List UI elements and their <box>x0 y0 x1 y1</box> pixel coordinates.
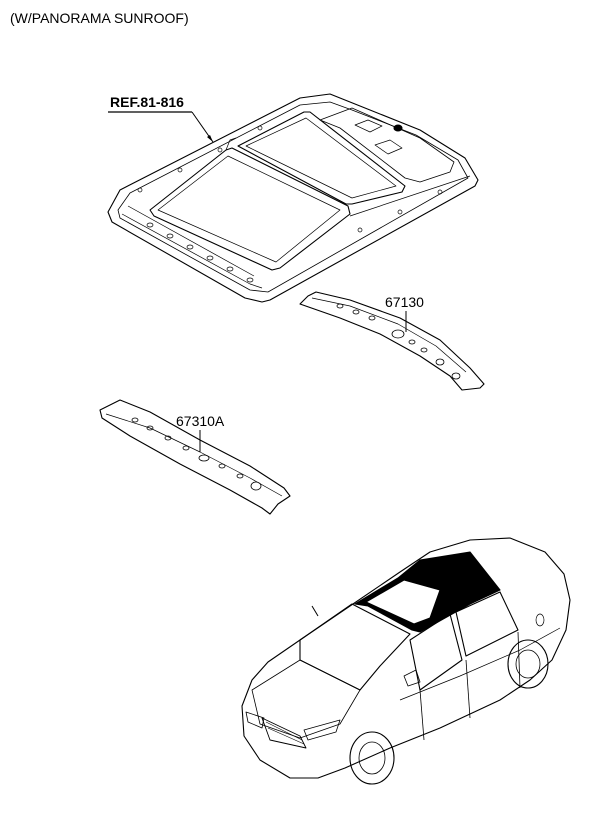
front-rail-callout: 67310A <box>176 413 225 452</box>
rear-rail-label: 67130 <box>385 294 424 310</box>
rear-rail-67130 <box>299 291 485 391</box>
vehicle-illustration <box>241 537 571 785</box>
ref-label: REF.81-816 <box>110 94 184 110</box>
roof-panel-assembly <box>107 93 479 303</box>
ref-callout: REF.81-816 <box>108 94 214 143</box>
rear-rail-callout: 67130 <box>385 294 424 332</box>
front-rail-label: 67310A <box>176 413 225 429</box>
diagram-title: (W/PANORAMA SUNROOF) <box>10 10 189 26</box>
front-rail-67310a <box>99 399 291 515</box>
